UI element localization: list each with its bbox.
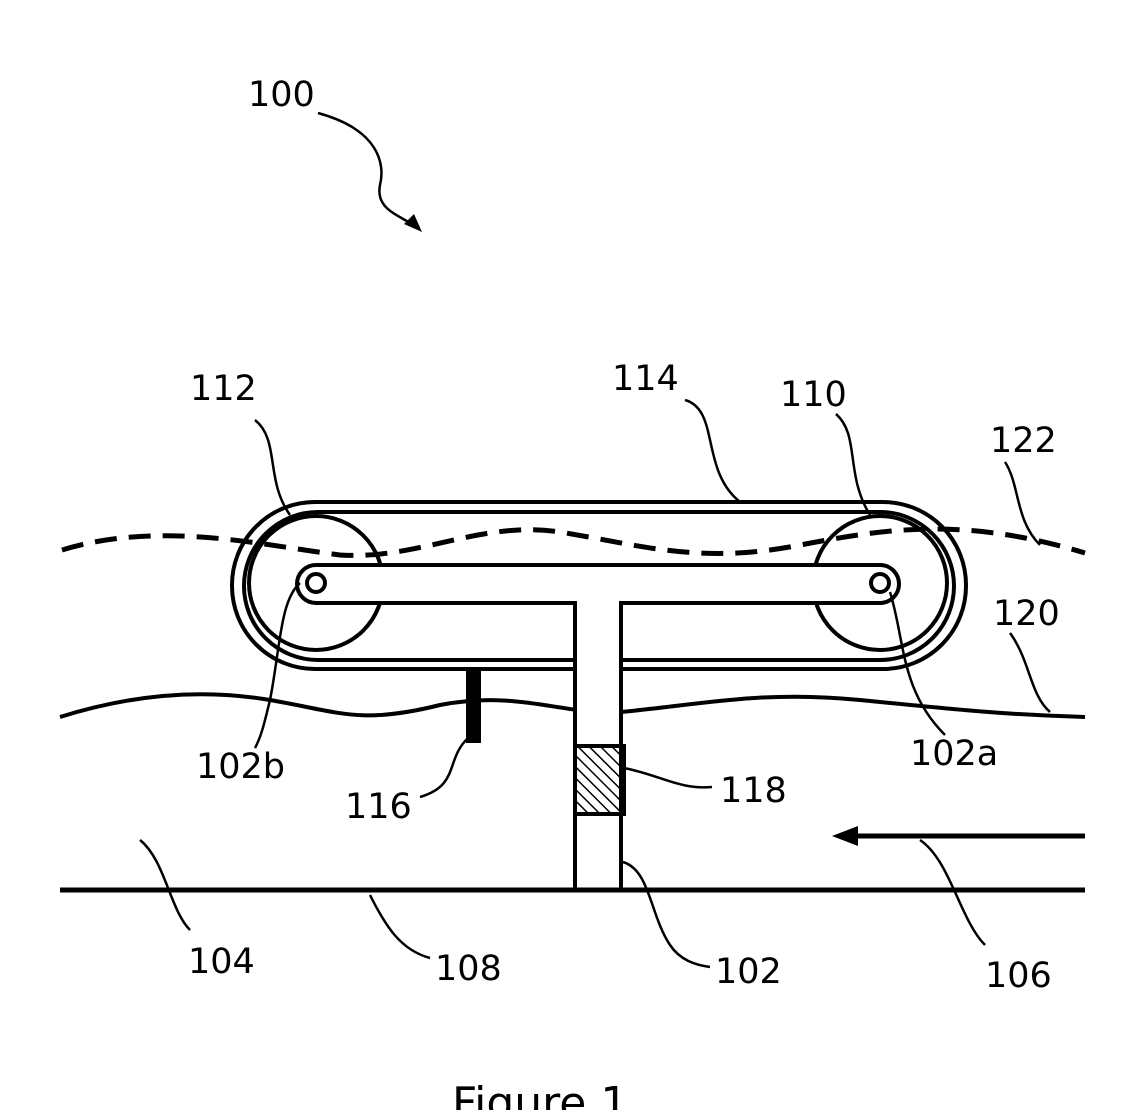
label-102b: 102b [196, 747, 285, 787]
label-100: 100 [248, 75, 315, 115]
label-116: 116 [345, 787, 412, 827]
label-102a: 102a [910, 734, 998, 774]
leader-112 [255, 420, 290, 515]
figure-caption: Figure 1 [452, 1078, 628, 1110]
leader-108 [370, 895, 430, 958]
label-102: 102 [715, 952, 782, 992]
leader-102 [623, 862, 710, 967]
leader-100 [318, 113, 418, 228]
label-112: 112 [190, 369, 257, 409]
label-108: 108 [435, 949, 502, 989]
leader-118 [624, 768, 712, 787]
label-110: 110 [780, 375, 847, 415]
label-114: 114 [612, 359, 679, 399]
leader-110 [836, 414, 870, 515]
label-120: 120 [993, 594, 1060, 634]
label-122: 122 [990, 421, 1057, 461]
leader-104 [140, 840, 190, 930]
leader-100-head [404, 214, 422, 232]
solid-wave-line [60, 694, 1085, 717]
post-frame [297, 565, 899, 890]
leader-120 [1010, 633, 1050, 712]
label-104: 104 [188, 942, 255, 982]
fin [466, 669, 481, 743]
leader-122 [1005, 462, 1040, 545]
label-106: 106 [985, 956, 1052, 996]
leader-116 [420, 738, 468, 797]
label-118: 118 [720, 771, 787, 811]
flow-arrow-head [832, 826, 858, 846]
hatched-block [575, 746, 624, 814]
leader-114 [685, 400, 740, 502]
